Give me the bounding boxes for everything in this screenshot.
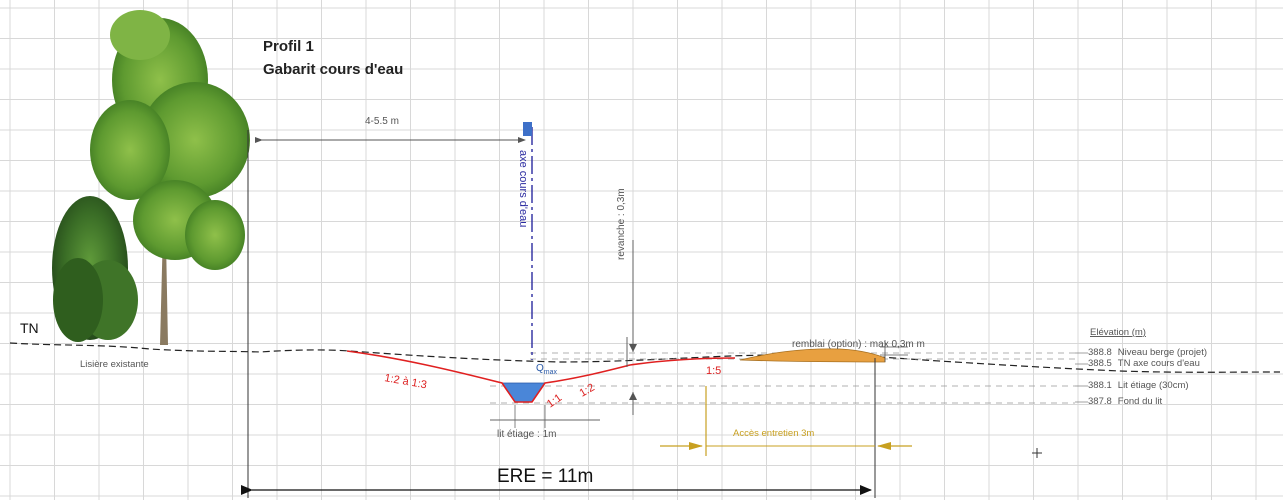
revanche-label: revanche : 0,3m: [616, 188, 627, 260]
elevation-header: Elévation (m): [1090, 327, 1146, 338]
remblai-label: remblai (option) : max 0,3m m: [792, 339, 925, 350]
slope-right-label: 1:5: [706, 365, 721, 377]
tn-label: TN: [20, 320, 39, 336]
title-line-1: Profil 1: [263, 38, 314, 55]
lit-etiage-label: lit étiage : 1m: [497, 429, 556, 440]
slope-inner-left-label: 1:1: [545, 392, 564, 411]
acces-label: Accès entretien 3m: [733, 428, 814, 439]
title-line-2: Gabarit cours d'eau: [263, 61, 403, 78]
slope-left-label: 1:2 à 1:3: [383, 372, 427, 391]
qmax-label: Qmax: [536, 363, 558, 376]
bush-illustration: [52, 196, 138, 342]
axis-marker: [523, 122, 532, 136]
tree-illustration: [90, 10, 250, 345]
top-width-label: 4-5.5 m: [365, 116, 399, 127]
lisiere-label: Lisière existante: [80, 359, 149, 370]
existing-terrain-line: [9, 342, 1281, 373]
axis-label: axe cours d'eau: [517, 150, 529, 227]
remblai-mound: [739, 348, 886, 363]
slope-inner-right-label: 1:2: [578, 382, 597, 400]
ere-label: ERE = 11m: [497, 466, 593, 487]
crosshair-marker: [1032, 448, 1042, 458]
level-lines: [490, 352, 1075, 404]
project-profile-line: [346, 350, 736, 403]
